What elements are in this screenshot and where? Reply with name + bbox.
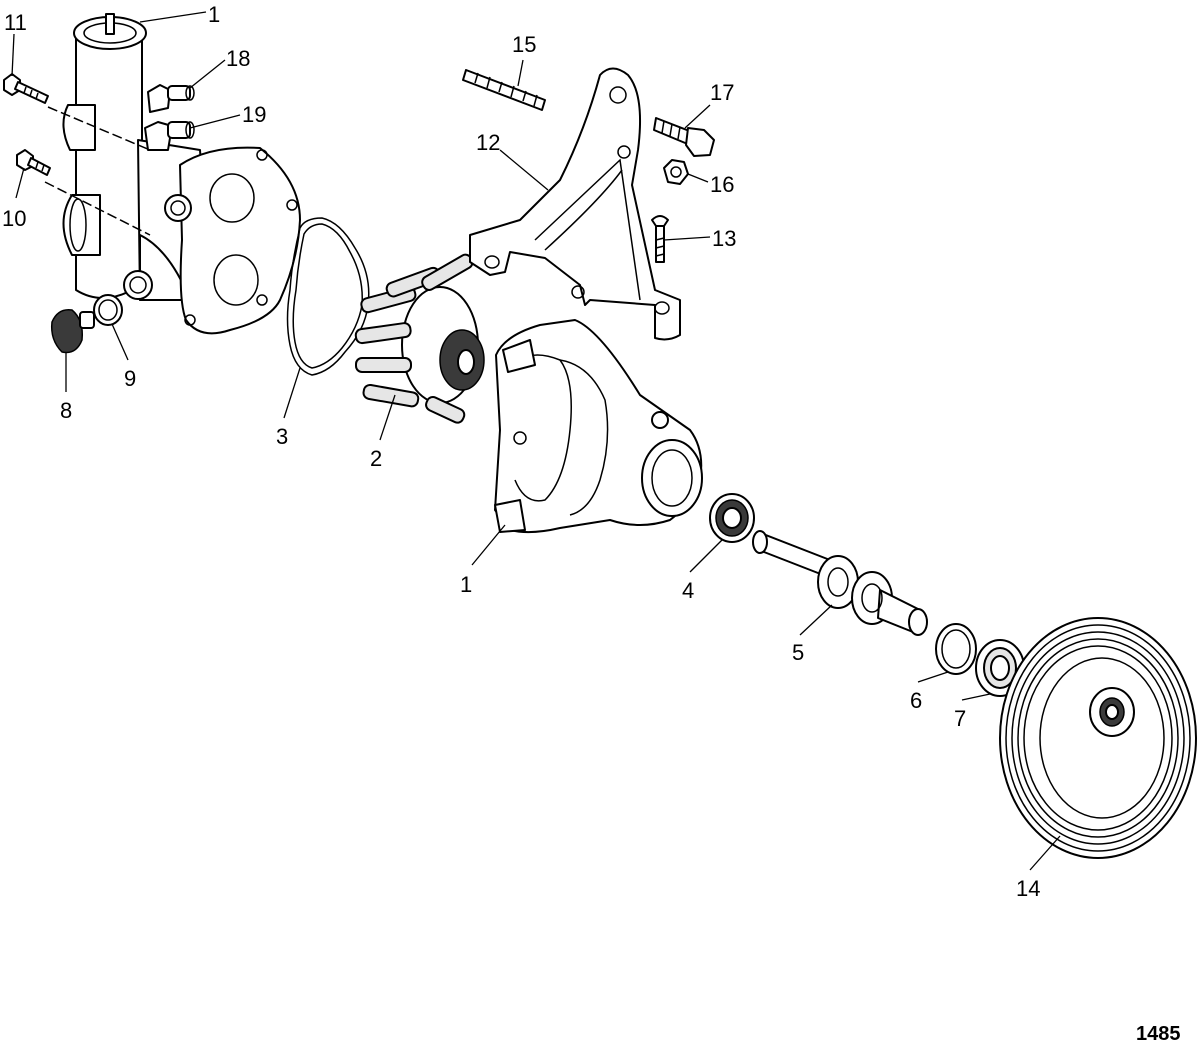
callout-14: 14: [1016, 876, 1040, 901]
bearing-4: [709, 493, 755, 543]
callout-12: 12: [476, 130, 500, 155]
callout-4: 4: [682, 578, 694, 603]
bolt-10: [16, 149, 51, 176]
callout-11: 11: [4, 10, 27, 35]
nut-16: [663, 159, 689, 185]
callout-7: 7: [954, 706, 966, 731]
thermostat-housing: [44, 13, 301, 335]
impeller-2: [354, 253, 485, 424]
gasket-3: [286, 217, 370, 376]
callout-3: 3: [276, 424, 288, 449]
callout-8: 8: [60, 398, 72, 423]
figure-number: 1485: [1136, 1023, 1181, 1045]
mounting-bracket-12: [469, 67, 681, 341]
callout-15: 15: [512, 32, 536, 57]
drain-plug-8: [50, 309, 95, 354]
pump-body: [494, 319, 703, 534]
callout-19: 19: [242, 102, 266, 127]
callout-16: 16: [710, 172, 734, 197]
callout-17: 17: [710, 80, 734, 105]
callout-13: 13: [712, 226, 736, 251]
stud-15: [462, 69, 546, 111]
callout-9: 9: [124, 366, 136, 391]
callout-1-upper: 1: [208, 2, 220, 27]
callout-10: 10: [2, 206, 26, 231]
callout-2: 2: [370, 446, 382, 471]
shaft-5: [752, 530, 928, 636]
fitting-19: [144, 121, 195, 151]
callout-1-lower: 1: [460, 572, 472, 597]
bolt-13: [651, 215, 669, 263]
retaining-ring-6: [935, 623, 977, 675]
callout-labels: 1 18 19 11 10 9 8 3 2 1 15 12 17 16 13 4…: [2, 2, 1040, 901]
bolt-17: [653, 117, 715, 157]
o-ring-9: [93, 294, 123, 326]
leader-lines: [11, 11, 1061, 871]
callout-5: 5: [792, 640, 804, 665]
callout-18: 18: [226, 46, 250, 71]
fitting-18: [147, 84, 195, 113]
pulley-14: [999, 617, 1197, 859]
bolt-11: [3, 73, 49, 104]
callout-6: 6: [910, 688, 922, 713]
